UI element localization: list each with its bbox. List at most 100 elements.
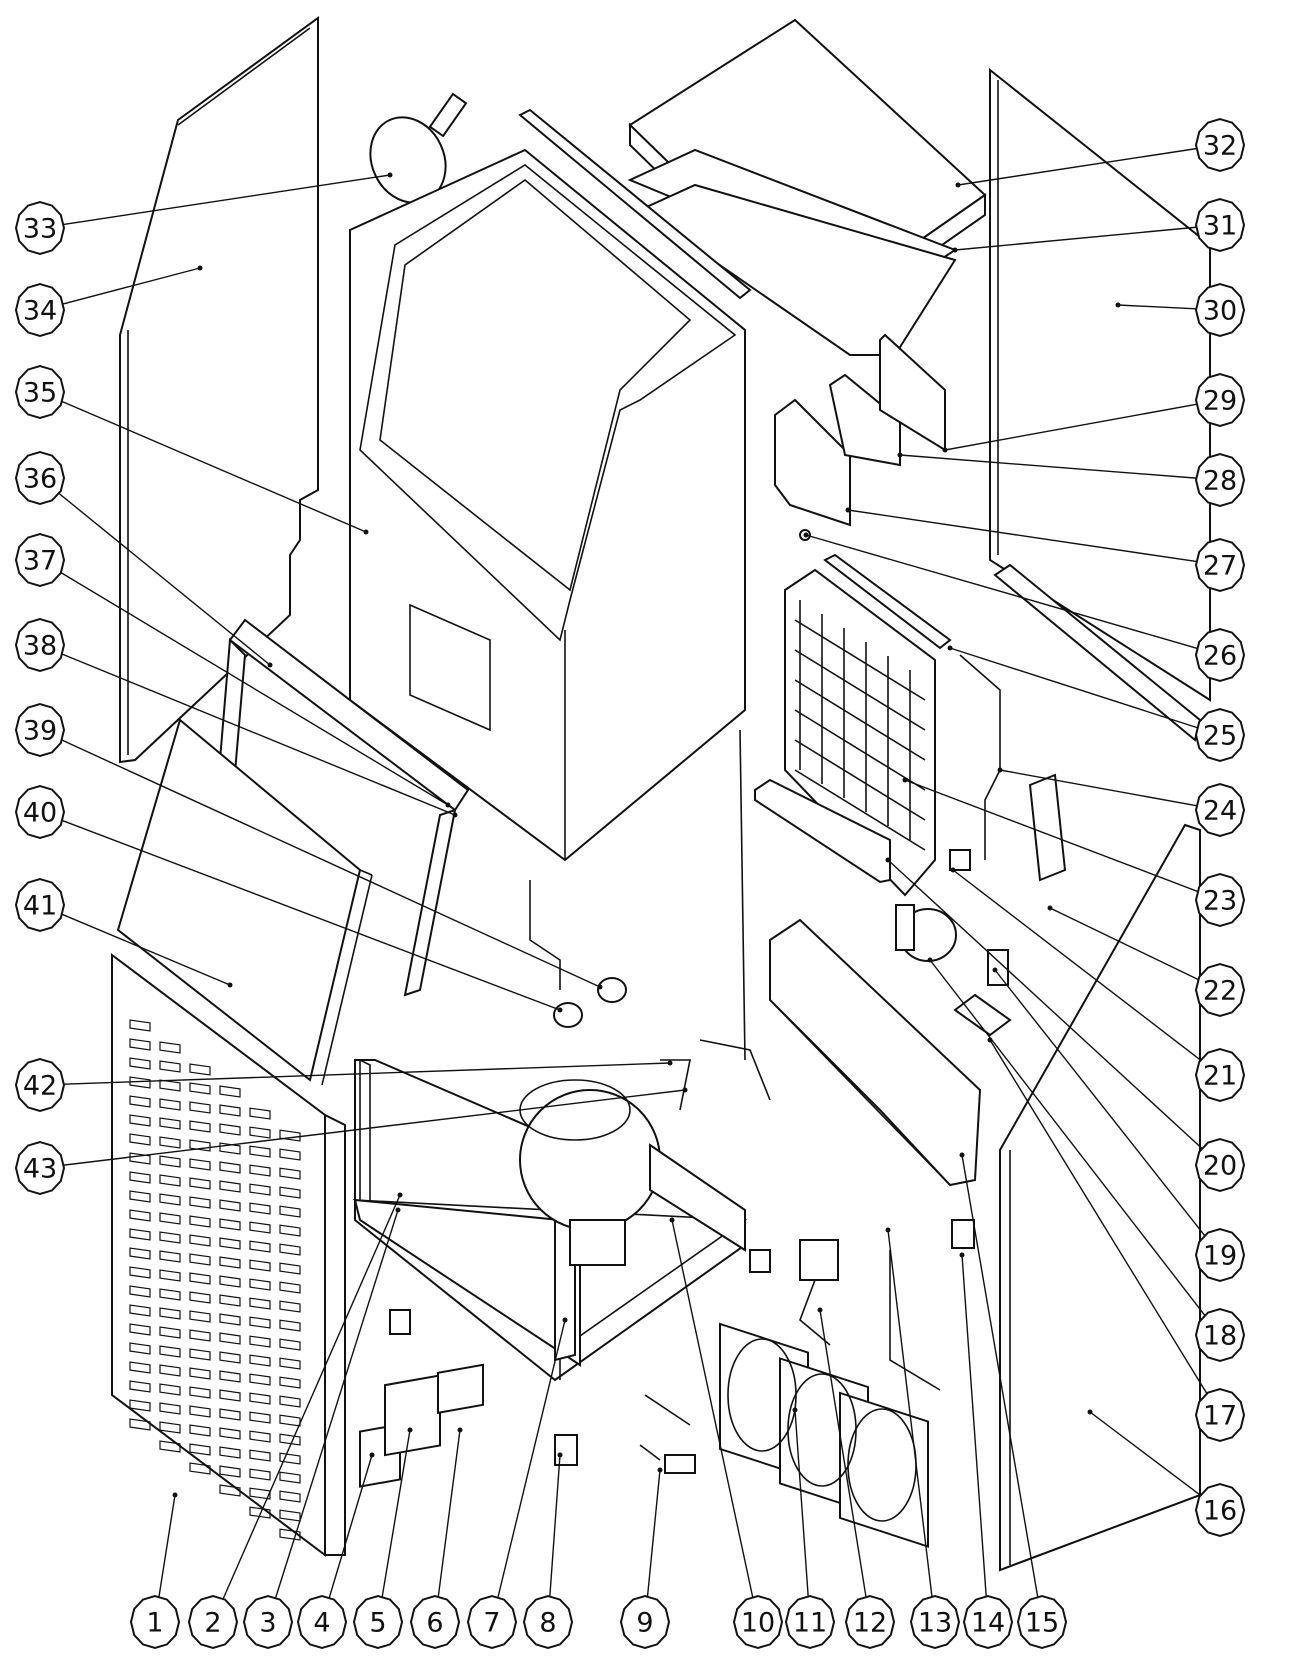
grille-slot — [279, 1509, 301, 1522]
leader-point-26 — [803, 532, 809, 538]
callout-badge-shape — [732, 1595, 784, 1649]
callout-6: 6 — [409, 1595, 461, 1649]
leader-point-11 — [792, 1407, 798, 1413]
callout-number: 10 — [741, 1608, 775, 1639]
grille-slot — [219, 1104, 241, 1117]
callout-2: 2 — [187, 1595, 239, 1649]
leader-point-42 — [667, 1060, 673, 1066]
callout-23: 23 — [1194, 873, 1246, 927]
grille-slot — [189, 1234, 211, 1247]
leader-line-35 — [61, 400, 367, 533]
front-grille — [129, 1019, 301, 1541]
grille-slot — [249, 1411, 271, 1424]
refrigerant-lines — [660, 729, 771, 1111]
leader-line-36 — [58, 492, 271, 666]
grille-slot — [279, 1300, 301, 1313]
leveling-foot — [554, 1434, 578, 1466]
evaporator-grid-line — [794, 709, 926, 791]
grille-slot — [159, 1307, 181, 1320]
callout-7: 7 — [466, 1595, 518, 1649]
grille-slot — [249, 1126, 271, 1139]
grille-slot — [249, 1240, 271, 1253]
leader-line-40 — [62, 819, 561, 1011]
callout-number: 1 — [146, 1608, 163, 1639]
door-panel — [116, 718, 373, 1086]
callout-number: 22 — [1203, 976, 1237, 1007]
grille-slot — [159, 1193, 181, 1206]
grille-slot — [189, 1367, 211, 1380]
drain-pipe — [529, 880, 561, 990]
leader-point-15 — [959, 1152, 965, 1158]
leader-point-7 — [562, 1317, 568, 1323]
callout-27: 27 — [1194, 538, 1246, 592]
leader-point-24 — [997, 767, 1003, 773]
grille-slot — [249, 1506, 271, 1519]
grille-slot — [189, 1158, 211, 1171]
callout-badge-shape — [1194, 873, 1246, 927]
leader-point-2 — [397, 1192, 403, 1198]
callout-11: 11 — [784, 1595, 836, 1649]
callout-badge-shape — [14, 703, 66, 757]
callout-number: 20 — [1203, 1151, 1237, 1182]
callout-badge-shape — [1194, 373, 1246, 427]
drain-hose — [644, 1394, 691, 1426]
callout-number: 3 — [259, 1608, 276, 1639]
callout-10: 10 — [732, 1595, 784, 1649]
grille-slot — [159, 1041, 181, 1054]
grille-slot — [249, 1297, 271, 1310]
callout-badge-shape — [1194, 118, 1246, 172]
callout-8: 8 — [522, 1595, 574, 1649]
callout-badge-shape — [1194, 1138, 1246, 1192]
callout-21: 21 — [1194, 1048, 1246, 1102]
callout-badge-shape — [784, 1595, 836, 1649]
leader-point-13 — [885, 1227, 891, 1233]
grille-slot — [249, 1335, 271, 1348]
leader-line-27 — [847, 509, 1197, 563]
grille-slot — [279, 1357, 301, 1370]
grille-slot — [129, 1399, 151, 1412]
grille-slot — [219, 1370, 241, 1383]
grille-slot — [159, 1421, 181, 1434]
callout-badge-shape — [522, 1595, 574, 1649]
callout-34: 34 — [14, 283, 66, 337]
top-strip — [518, 108, 752, 300]
grille-slot — [219, 1313, 241, 1326]
grille-slot — [129, 1380, 151, 1393]
grille-slot — [189, 1177, 211, 1190]
solenoid-valve — [889, 1219, 975, 1391]
grille-slot — [189, 1101, 211, 1114]
grille-slot — [129, 1171, 151, 1184]
leader-line-25 — [949, 647, 1198, 729]
right-side-panel — [999, 823, 1201, 1572]
callout-24: 24 — [1194, 783, 1246, 837]
callout-badge-shape — [14, 1141, 66, 1195]
leader-line-33 — [63, 174, 391, 226]
grille-slot — [279, 1281, 301, 1294]
grille-slot — [279, 1224, 301, 1237]
callout-badge-shape — [1194, 283, 1246, 337]
callout-29: 29 — [1194, 373, 1246, 427]
callout-number: 23 — [1203, 886, 1237, 917]
left-side-panel — [119, 16, 319, 764]
grille-slot — [219, 1180, 241, 1193]
callout-number: 9 — [636, 1608, 653, 1639]
leader-point-5 — [407, 1427, 413, 1433]
grille-slot — [189, 1329, 211, 1342]
water-valve — [799, 1239, 839, 1346]
leader-point-34 — [197, 265, 203, 271]
grille-slot — [129, 1190, 151, 1203]
leader-point-37 — [445, 802, 451, 808]
callout-badge-shape — [14, 201, 66, 255]
grille-slot — [249, 1164, 271, 1177]
grille-slot — [279, 1471, 301, 1484]
leader-line-41 — [61, 913, 231, 986]
evaporator-grid-line — [794, 769, 926, 851]
leader-point-28 — [897, 452, 903, 458]
callout-36: 36 — [14, 451, 66, 505]
grille-slot — [219, 1218, 241, 1231]
leader-point-31 — [952, 247, 958, 253]
leader-point-12 — [817, 1307, 823, 1313]
grille-slot — [159, 1098, 181, 1111]
grille-slot — [159, 1383, 181, 1396]
